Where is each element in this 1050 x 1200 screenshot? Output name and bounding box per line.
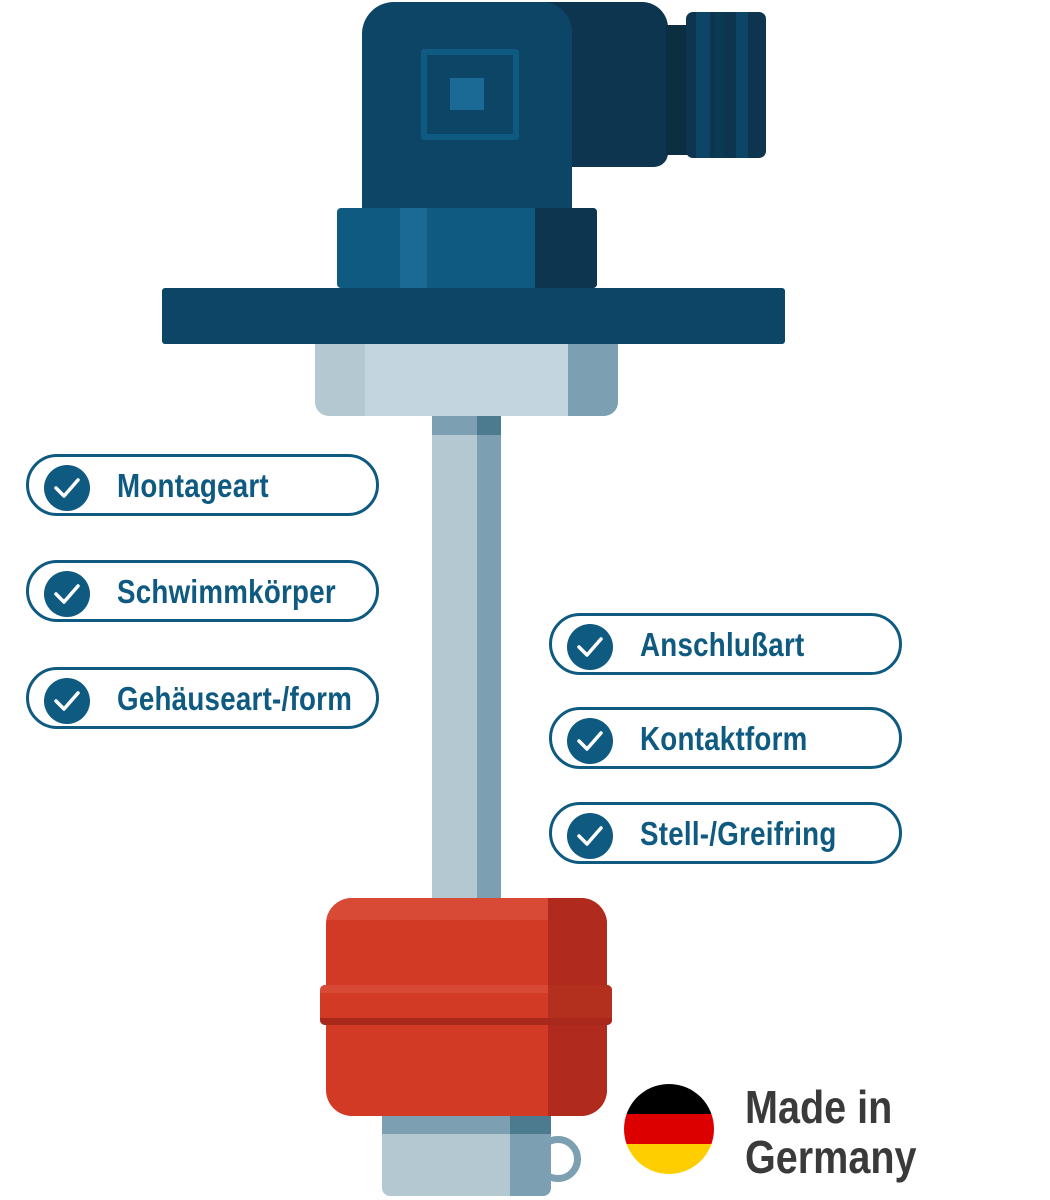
feature-montageart: Montageart	[26, 454, 379, 516]
head-housing	[362, 2, 572, 230]
head-window	[421, 49, 519, 140]
stem	[432, 416, 501, 900]
badge-line2: Germany	[745, 1131, 917, 1183]
check-icon	[567, 813, 613, 859]
feature-anschlussart: Anschlußart	[549, 613, 902, 675]
feature-label: Gehäuseart-/form	[117, 680, 353, 717]
check-icon	[44, 571, 90, 617]
head-indicator	[450, 78, 484, 110]
feature-label: Montageart	[117, 467, 269, 504]
badge-line1: Made in	[745, 1081, 893, 1133]
feature-schwimmkoerper: Schwimmkörper	[26, 560, 379, 622]
check-icon	[567, 718, 613, 764]
feature-label: Anschlußart	[640, 626, 805, 663]
flange	[162, 288, 785, 344]
feature-label: Stell-/Greifring	[640, 815, 837, 852]
hex-nut	[337, 208, 597, 288]
float-band	[320, 985, 612, 1025]
lower-housing	[315, 344, 618, 416]
plug-knob	[686, 12, 766, 158]
feature-label: Kontaktform	[640, 720, 808, 757]
check-icon	[44, 678, 90, 724]
check-icon	[44, 465, 90, 511]
feature-kontaktform: Kontaktform	[549, 707, 902, 769]
feature-stellring: Stell-/Greifring	[549, 802, 902, 864]
german-flag-icon	[624, 1084, 714, 1174]
check-icon	[567, 624, 613, 670]
feature-label: Schwimmkörper	[117, 573, 336, 610]
plug-neck	[666, 25, 688, 155]
feature-gehaeuseart: Gehäuseart-/form	[26, 667, 379, 729]
